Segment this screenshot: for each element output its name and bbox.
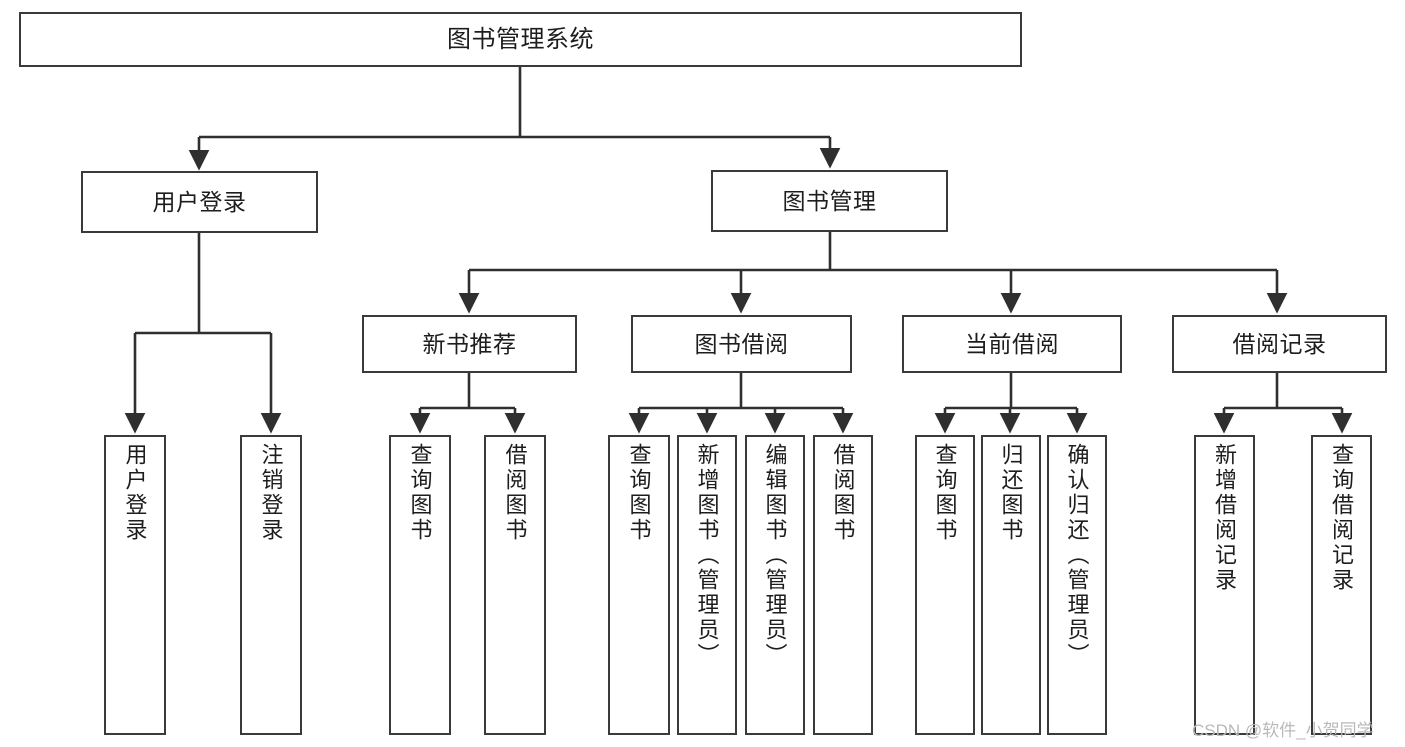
node-label: 用户登录 [152,188,247,215]
node-root-book-management-system[interactable]: 图书管理系统 [19,12,1022,67]
node-label: 图书管理 [782,187,877,214]
leaf-record-add-borrow-record[interactable]: 新增借阅记录 [1194,435,1255,735]
node-label: 新增借阅记录 [1212,443,1238,593]
leaf-newbook-borrow-book[interactable]: 借阅图书 [484,435,546,735]
leaf-record-query-borrow-record[interactable]: 查询借阅记录 [1311,435,1372,735]
leaf-current-return-book[interactable]: 归还图书 [981,435,1041,735]
node-label: 图书借阅 [694,330,789,357]
node-label: 确认归还（管理员） [1064,443,1090,668]
node-current-borrow[interactable]: 当前借阅 [902,315,1122,373]
node-label: 借阅图书 [830,443,856,543]
node-label: 归还图书 [998,443,1024,543]
node-book-borrow[interactable]: 图书借阅 [631,315,852,373]
node-new-book-recommend[interactable]: 新书推荐 [362,315,577,373]
node-user-login[interactable]: 用户登录 [81,171,318,233]
node-label: 新增图书（管理员） [694,443,720,668]
node-label: 查询借阅记录 [1329,443,1355,593]
leaf-user-login[interactable]: 用户登录 [104,435,166,735]
node-label: 用户登录 [122,443,148,543]
node-label: 查询图书 [932,443,958,543]
leaf-logout[interactable]: 注销登录 [240,435,302,735]
leaf-current-confirm-return-admin[interactable]: 确认归还（管理员） [1047,435,1107,735]
node-label: 注销登录 [258,443,284,543]
node-label: 图书管理系统 [447,25,594,53]
node-label: 查询图书 [407,443,433,543]
node-label: 借阅记录 [1232,330,1327,357]
watermark: CSDN @软件_小贺同学 [1192,721,1374,740]
leaf-borrow-query-book[interactable]: 查询图书 [608,435,670,735]
node-borrow-record[interactable]: 借阅记录 [1172,315,1387,373]
node-label: 查询图书 [626,443,652,543]
leaf-current-query-book[interactable]: 查询图书 [915,435,975,735]
node-label: 借阅图书 [502,443,528,543]
node-label: 新书推荐 [422,330,517,357]
node-label: 编辑图书（管理员） [762,443,788,668]
node-book-management[interactable]: 图书管理 [711,170,948,232]
leaf-borrow-borrow-book[interactable]: 借阅图书 [813,435,873,735]
leaf-borrow-add-book-admin[interactable]: 新增图书（管理员） [677,435,737,735]
node-label: 当前借阅 [965,330,1059,357]
leaf-newbook-query-book[interactable]: 查询图书 [389,435,451,735]
leaf-borrow-edit-book-admin[interactable]: 编辑图书（管理员） [745,435,805,735]
